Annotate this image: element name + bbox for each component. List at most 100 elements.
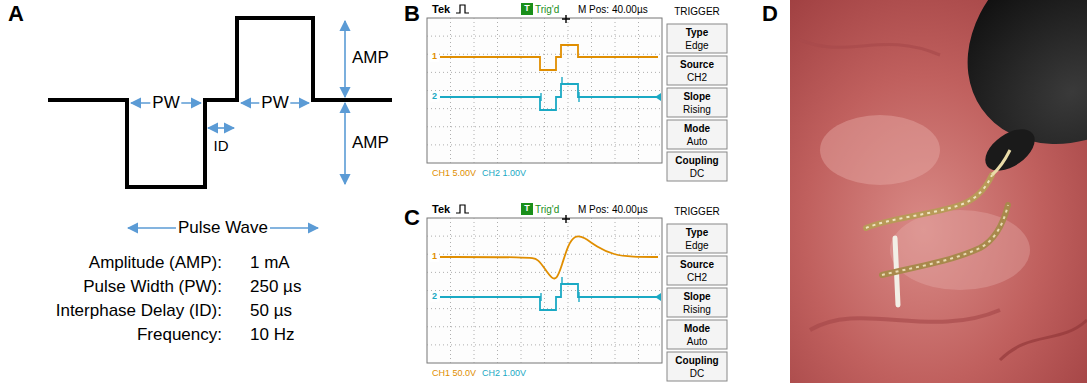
- scope-graticule: [427, 18, 662, 163]
- grid-line: [427, 144, 662, 145]
- trigger-status: Trig'd: [535, 4, 559, 15]
- grid-line: [427, 90, 662, 91]
- menu-value: Rising: [683, 304, 711, 315]
- trigger-level-marker: [655, 293, 661, 301]
- channel-scale: CH1 50.0V: [432, 369, 476, 379]
- grid-line: [638, 18, 639, 163]
- grid-line: [497, 18, 498, 163]
- grid-line: [427, 344, 662, 345]
- dimension-label: Pulse Wave: [176, 219, 270, 238]
- scope-graticule: [427, 218, 662, 363]
- menu-label: Type: [686, 27, 709, 38]
- menu-value: Edge: [685, 40, 708, 51]
- ch2-spikes: [541, 77, 579, 102]
- menu-value: Edge: [685, 240, 708, 251]
- dimension-arrow: [344, 21, 346, 97]
- menu-box: [667, 352, 727, 381]
- panel-letter: C: [404, 206, 420, 230]
- menu-value: Auto: [687, 336, 708, 347]
- dimension-label: AMP: [352, 49, 389, 68]
- grid-line: [427, 308, 662, 309]
- menu-heading: TRIGGER: [674, 6, 720, 17]
- menu-label: Slope: [683, 91, 710, 102]
- trigger-flag-box: [521, 3, 533, 15]
- menu-value: CH2: [687, 72, 707, 83]
- menu-value: DC: [690, 168, 704, 179]
- menu-box: [667, 256, 727, 285]
- menu-label: Coupling: [675, 155, 718, 166]
- grid-line: [427, 36, 662, 37]
- ch1-trace: [440, 236, 658, 278]
- scope-brand: Tek: [432, 3, 450, 15]
- menu-label: Slope: [683, 291, 710, 302]
- parameter-name: Amplitude (AMP):: [89, 254, 222, 273]
- menu-label: Coupling: [675, 355, 718, 366]
- grid-line: [427, 108, 662, 109]
- grid-line: [427, 290, 662, 291]
- trigger-status: Trig'd: [535, 204, 559, 215]
- trigger-level-marker: [655, 93, 661, 101]
- grid-line: [450, 18, 451, 163]
- trigger-position-marker: [562, 215, 570, 223]
- grid-line: [427, 254, 662, 255]
- scope-brand: Tek: [432, 203, 450, 215]
- channel-scale: CH2 1.00V: [482, 369, 526, 379]
- trigger-flag-box: [521, 203, 533, 215]
- menu-box: [667, 24, 727, 53]
- menu-value: Auto: [687, 136, 708, 147]
- menu-heading: TRIGGER: [674, 206, 720, 217]
- parameter-name: Frequency:: [137, 326, 222, 345]
- ch2-spikes: [541, 277, 579, 302]
- channel-marker: 1: [430, 252, 439, 262]
- time-position: M Pos: 40.00µs: [578, 4, 648, 15]
- channel-marker: 2: [430, 92, 439, 102]
- grid-line: [544, 18, 545, 163]
- menu-box: [667, 320, 727, 349]
- channel-marker: 2: [430, 292, 439, 302]
- panel-letter: A: [8, 2, 24, 26]
- menu-box: [667, 224, 727, 253]
- menu-label: Mode: [684, 323, 710, 334]
- grid-line: [427, 236, 662, 237]
- menu-value: DC: [690, 368, 704, 379]
- channel-scale: CH2 1.00V: [482, 169, 526, 179]
- dimension-label: AMP: [352, 134, 389, 153]
- grid-line: [450, 218, 451, 363]
- parameter-value: 250 µs: [250, 278, 301, 297]
- menu-box: [667, 88, 727, 117]
- channel-scale: CH1 5.00V: [432, 169, 476, 179]
- parameter-name: Interphase Delay (ID):: [56, 302, 222, 321]
- ch2-trace: [440, 84, 658, 110]
- menu-value: CH2: [687, 272, 707, 283]
- parameter-name: Pulse Width (PW):: [83, 278, 222, 297]
- menu-label: Mode: [684, 123, 710, 134]
- grid-line: [427, 54, 662, 55]
- menu-label: Source: [680, 259, 714, 270]
- dimension-arrow: [208, 127, 234, 129]
- panel-letter: D: [762, 2, 778, 26]
- ch2-trace: [440, 284, 658, 310]
- grid-line: [427, 326, 662, 327]
- electrode-photo: [790, 0, 1087, 383]
- oscilloscope-screen: [427, 203, 727, 381]
- trigger-position-marker: [562, 15, 570, 23]
- grid-line: [427, 72, 662, 73]
- time-position: M Pos: 40.00µs: [578, 204, 648, 215]
- dimension-label: PW: [150, 94, 181, 113]
- menu-box: [667, 152, 727, 181]
- pulse-waveform: [48, 18, 392, 187]
- menu-value: Rising: [683, 104, 711, 115]
- parameter-value: 1 mA: [250, 254, 290, 273]
- parameter-value: 10 Hz: [250, 326, 294, 345]
- grid-line: [521, 218, 522, 363]
- grid-line: [638, 218, 639, 363]
- dimension-arrow: [344, 103, 346, 184]
- trigger-icon: [456, 205, 469, 213]
- oscilloscope-screen: [427, 3, 727, 181]
- grid-line: [474, 18, 475, 163]
- parameter-value: 50 µs: [250, 302, 292, 321]
- dimension-label: PW: [259, 94, 290, 113]
- trigger-flag: T: [524, 204, 530, 214]
- grid-line: [427, 126, 662, 127]
